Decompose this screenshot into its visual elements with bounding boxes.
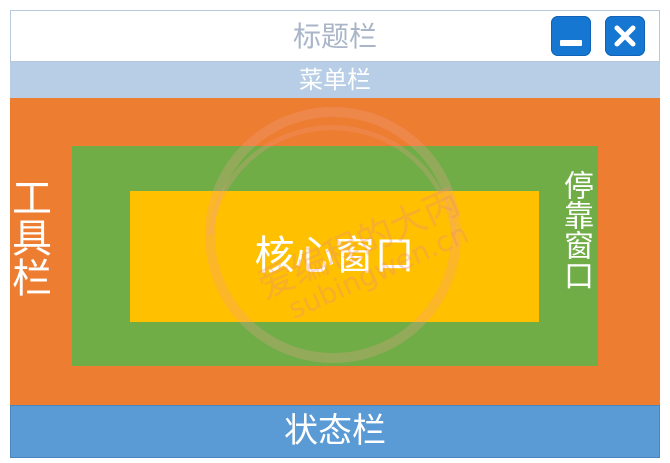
toolbar-label: 工具栏 xyxy=(5,177,51,297)
status-bar: 状态栏 xyxy=(10,405,660,458)
status-bar-label: 状态栏 xyxy=(284,411,386,451)
title-bar-label: 标题栏 xyxy=(292,20,377,53)
core-window-area: 核心窗口 xyxy=(130,191,539,322)
close-icon xyxy=(614,25,636,47)
close-button[interactable] xyxy=(605,16,645,56)
minimize-button[interactable] xyxy=(551,16,591,56)
menu-bar: 菜单栏 xyxy=(10,62,660,98)
title-bar: 标题栏 xyxy=(10,10,660,62)
menu-bar-label: 菜单栏 xyxy=(299,66,371,94)
dock-window-label: 停靠窗口 xyxy=(558,170,593,290)
minimize-icon xyxy=(560,40,582,46)
core-window-label: 核心窗口 xyxy=(254,233,415,279)
